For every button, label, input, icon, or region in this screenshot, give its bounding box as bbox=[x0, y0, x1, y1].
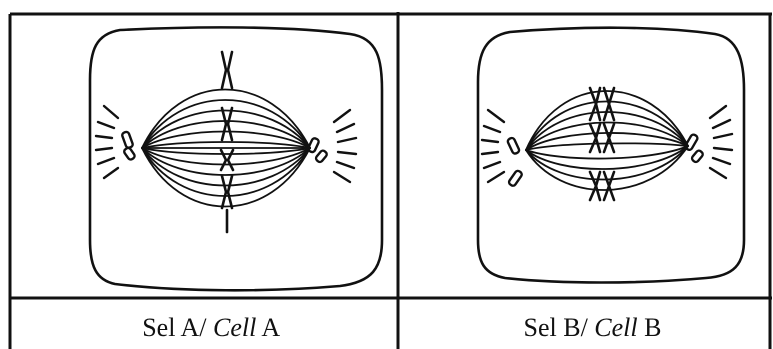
cell-b-right-centrosome bbox=[684, 106, 732, 178]
cell-a-diagram bbox=[90, 27, 382, 290]
caption-cell-a: Sel A/ Cell A bbox=[110, 313, 299, 342]
caption-b-sel: Sel B/ bbox=[524, 313, 595, 342]
caption-a-cell: Cell bbox=[213, 313, 256, 342]
cell-b-membrane bbox=[478, 28, 744, 283]
cell-a-right-centrosome bbox=[307, 110, 356, 182]
caption-cell-b: Sel B/ Cell B bbox=[491, 313, 681, 342]
cell-b-diagram bbox=[478, 28, 744, 283]
caption-a-sel: Sel A/ bbox=[142, 313, 213, 342]
caption-b-letter: B bbox=[638, 313, 662, 342]
cell-b-left-centrosome bbox=[482, 110, 523, 187]
cell-a-left-centrosome bbox=[96, 106, 136, 178]
caption-b-cell: Cell bbox=[594, 313, 637, 342]
caption-a-letter: A bbox=[256, 313, 280, 342]
table-frame bbox=[10, 12, 772, 349]
